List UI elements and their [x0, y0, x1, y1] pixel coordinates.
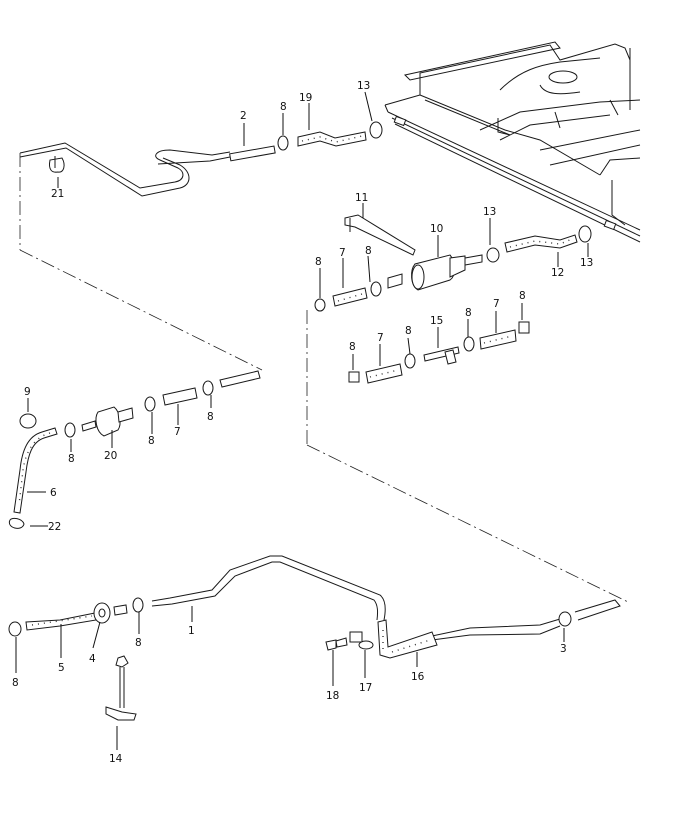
- hose-7: [365, 363, 403, 384]
- callout-8: 8: [135, 637, 142, 649]
- callout-8: 8: [68, 453, 75, 465]
- callout-13: 13: [357, 80, 370, 92]
- callout-17: 17: [359, 682, 372, 694]
- callout-6: 6: [50, 487, 57, 499]
- callout-11: 11: [355, 192, 368, 204]
- fuel-line-top: [19, 142, 276, 197]
- pipe-stub: [219, 370, 261, 388]
- callout-3: 3: [560, 643, 567, 655]
- callout-2: 2: [240, 110, 247, 122]
- hose-clamp: [202, 380, 214, 396]
- callout-10: 10: [430, 223, 443, 235]
- callout-8: 8: [315, 256, 322, 268]
- leader-lines: [15, 91, 589, 750]
- hose-clamp: [486, 247, 500, 263]
- hose-7: [332, 287, 368, 307]
- guide-line: [306, 444, 629, 603]
- callout-9: 9: [24, 386, 31, 398]
- clip-22: [8, 517, 25, 529]
- hose-clamp: [348, 371, 360, 383]
- callout-15: 15: [430, 315, 443, 327]
- fuel-hose-12: [504, 234, 578, 253]
- hose-7: [479, 329, 517, 350]
- callout-1: 1: [188, 625, 195, 637]
- callout-21: 21: [51, 188, 64, 200]
- callout-8: 8: [365, 245, 372, 257]
- hose-clamp: [8, 621, 22, 637]
- fuel-hose-16: [377, 619, 438, 659]
- callout-7: 7: [377, 332, 384, 344]
- callout-14: 14: [109, 753, 123, 765]
- callout-7: 7: [493, 298, 500, 310]
- fuel-hose-6: [13, 427, 58, 514]
- clip-21: [49, 156, 65, 173]
- callout-4: 4: [89, 653, 96, 665]
- fuel-line-bottom: [151, 555, 621, 641]
- fuel-tank: [384, 41, 641, 243]
- callout-8: 8: [519, 290, 526, 302]
- callout-13: 13: [483, 206, 496, 218]
- pipe-stub: [113, 604, 128, 616]
- hose-clamp: [314, 298, 326, 312]
- clamp-17: [349, 631, 374, 650]
- hose-clamp: [369, 121, 383, 139]
- callout-labels: 2 8 19 13 21 11 10 13 13 12 8 7 8 8 7 8 …: [12, 80, 593, 765]
- grommet-4: [93, 602, 111, 624]
- t-piece-15: [423, 346, 460, 365]
- hose-clamp: [277, 135, 289, 151]
- hose-clamp: [144, 396, 156, 412]
- hose-7: [162, 387, 198, 406]
- callout-13: 13: [580, 257, 593, 269]
- callout-8: 8: [349, 341, 356, 353]
- callout-19: 19: [299, 92, 312, 104]
- callout-8: 8: [465, 307, 472, 319]
- callout-7: 7: [339, 247, 346, 259]
- callout-8: 8: [207, 411, 214, 423]
- hose-clamp: [404, 353, 416, 369]
- callout-5: 5: [58, 662, 65, 674]
- holder-14: [105, 655, 137, 721]
- callout-7: 7: [174, 426, 181, 438]
- fuel-filter-10: [387, 254, 483, 291]
- callout-8: 8: [148, 435, 155, 447]
- inline-filter-20: [81, 406, 134, 437]
- hose-clamp: [463, 336, 475, 352]
- callout-20: 20: [104, 450, 117, 462]
- hose-clamp-3: [558, 611, 572, 627]
- callout-12: 12: [551, 267, 564, 279]
- fuel-hose-19: [297, 131, 367, 147]
- callout-8: 8: [12, 677, 19, 689]
- hose-clamp: [518, 321, 530, 334]
- callout-18: 18: [326, 690, 339, 702]
- callout-22: 22: [48, 521, 61, 533]
- hose-clamp: [132, 597, 144, 613]
- grommet-9: [19, 413, 37, 429]
- guide-line: [19, 249, 263, 371]
- callout-16: 16: [411, 671, 425, 683]
- hose-clamp: [370, 281, 382, 297]
- hose-clamp: [64, 422, 76, 438]
- screw-18: [325, 637, 348, 651]
- filter-bracket-11: [344, 214, 416, 256]
- hose-clamp: [578, 225, 592, 243]
- callout-8: 8: [405, 325, 412, 337]
- callout-8: 8: [280, 101, 287, 113]
